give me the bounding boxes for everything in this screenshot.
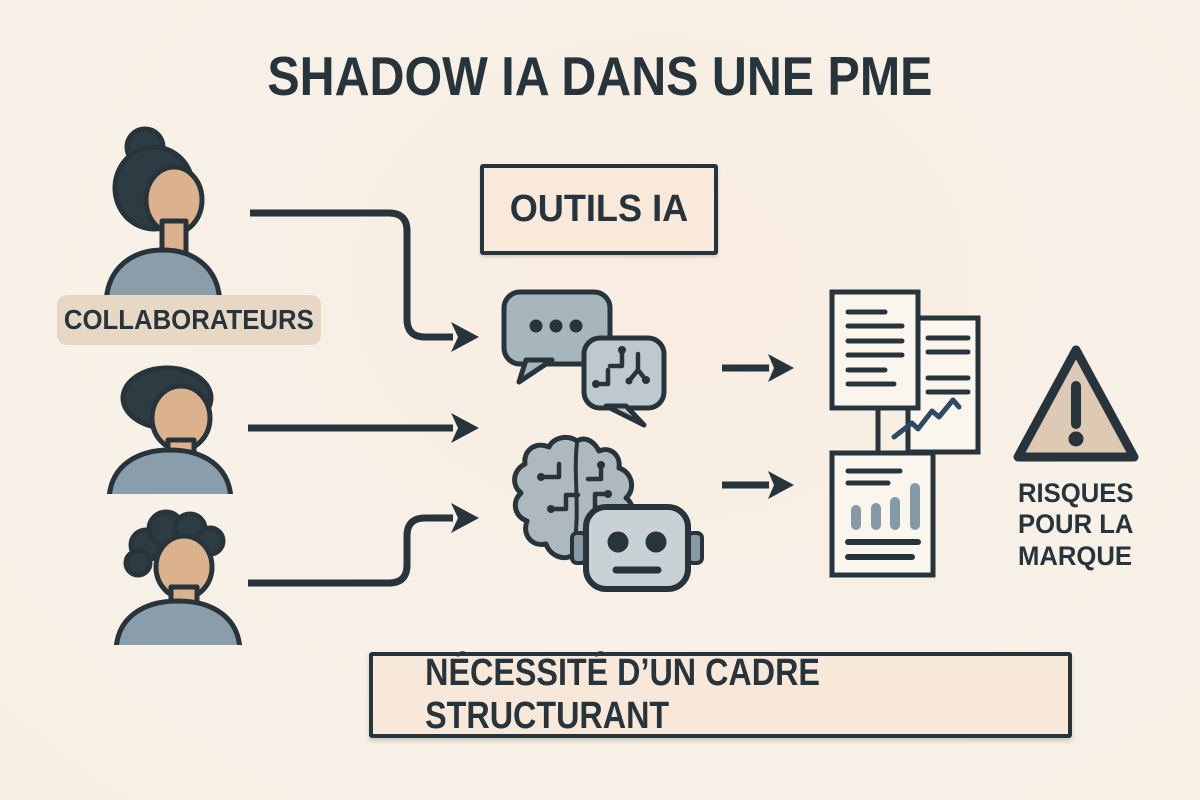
chat-bubbles-icon (501, 289, 667, 428)
collaborators-label: COLLABORATEURS (57, 295, 321, 345)
robot-eye (607, 531, 629, 553)
line-chart (891, 397, 962, 440)
arrowhead-icon (451, 413, 479, 443)
avatar-man-short-hair (107, 365, 233, 494)
arrowhead-icon (451, 503, 479, 533)
shoulders (114, 598, 242, 645)
avatar-woman-bun (104, 126, 222, 298)
circuit-traces (593, 347, 649, 387)
shoulders (104, 247, 222, 298)
page-title-text: SHADOW IA DANS UNE PME (267, 45, 933, 107)
tools-box: OUTILS IA (480, 164, 718, 255)
avatar-man-curly-hair (114, 509, 242, 645)
robot-eye (645, 531, 667, 553)
arrow-collaborator3-to-tools (248, 514, 453, 587)
warning-triangle-icon (1013, 345, 1139, 462)
documents-icons (829, 289, 981, 578)
footer-box: NÉCESSITÉ D’UN CADRE STRUCTURANT (369, 652, 1072, 738)
page-title: SHADOW IA DANS UNE PME (0, 44, 1200, 108)
exclamation-dot (1068, 431, 1084, 447)
shoulders (107, 447, 233, 494)
arrowhead-icon (768, 471, 794, 499)
arrowhead-icon (451, 322, 479, 352)
bar-chart-document-icon (829, 450, 936, 578)
risk-label: RISQUES POUR LA MARQUE (1018, 478, 1134, 571)
text-document-icon (829, 289, 921, 411)
robot-face (583, 504, 691, 592)
robot-head-icon (570, 504, 704, 592)
arrowhead-icon (768, 354, 794, 382)
hair-curl (123, 548, 153, 578)
arrow-collaborator1-to-tools (250, 209, 453, 341)
ai-brain-icon (512, 434, 704, 592)
